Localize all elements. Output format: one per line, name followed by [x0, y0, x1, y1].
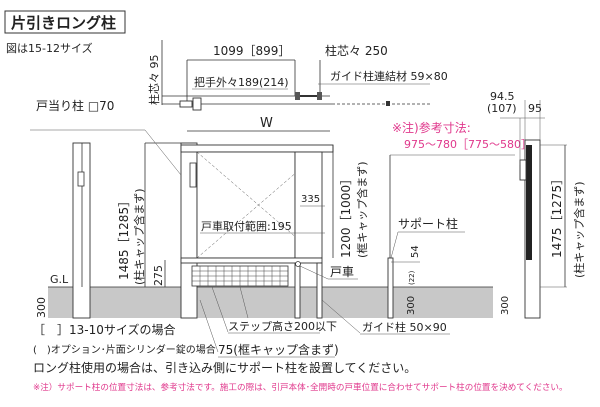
label-step-height: ステップ高さ200以下 [228, 319, 337, 333]
label-excl-frame-cap: (框キャップ含まず) [355, 161, 369, 258]
label-1485: 1485［1285］ [117, 195, 131, 280]
guide-post [294, 262, 301, 319]
label-frame-75: 75(框キャップ含まず) [218, 342, 339, 357]
label-post-pitch-250: 柱芯々 250 [325, 43, 388, 58]
label-handle-width: 把手外々189(214) [194, 75, 289, 89]
label-94-5: 94.5 [490, 90, 515, 103]
label-300-left: 300 [35, 297, 48, 318]
label-guide-post: ガイド柱 50×90 [362, 320, 447, 334]
label-support-post: サポート柱 [398, 216, 458, 231]
label-22: (22) [408, 270, 416, 285]
label-1475: 1475［1275］ [550, 173, 564, 258]
label-300-mid: 300 [406, 296, 417, 315]
note-main: ロング柱使用の場合は、引き込み側にサポート柱を設置してください。 [33, 360, 416, 375]
label-1099: 1099［899］ [213, 44, 290, 58]
label-guide-connector: ガイド柱連結材 59×80 [330, 69, 448, 83]
label-post-pitch-95: 柱芯々 95 [147, 55, 161, 106]
note-ref: ※注)参考寸法: [392, 120, 471, 135]
note-bracket: ［ ］13-10サイズの場合 [33, 322, 176, 337]
label-stop-post: 戸当り柱 □70 [36, 98, 114, 113]
label-107: (107) [487, 102, 517, 115]
elevation-view: 1485［1285］ (柱キャップ含まず) 275 G.L 300 335 戸車… [30, 90, 586, 353]
handle-icon [189, 162, 197, 188]
note-paren: ( )オプション･片面シリンダー錠の場合 [33, 343, 216, 356]
note-range: 975〜780［775〜580］ [404, 138, 532, 151]
label-300-right: 300 [500, 296, 511, 315]
label-wheel-range: 戸車取付範囲:195 [201, 219, 292, 233]
label-95: 95 [528, 102, 542, 115]
label-335: 335 [301, 194, 320, 205]
label-1200: 1200［1000］ [339, 173, 353, 258]
label-wheel: 戸車 [330, 265, 354, 279]
gate-panel [196, 151, 296, 259]
note-caution: ※注）サポート柱の位置寸法は、参考寸法です。施工の際は、引戸本体･全開時の戸車位… [33, 381, 568, 393]
label-275: 275 [152, 265, 165, 286]
label-w: W [260, 116, 273, 131]
wheel-icon [295, 261, 301, 267]
label-gl: G.L [50, 273, 69, 286]
support-post [387, 257, 394, 319]
stop-post [72, 142, 91, 319]
label-excl-post-cap-left: (柱キャップ含まず) [132, 188, 146, 285]
title-box [4, 10, 126, 34]
plan-view: 柱芯々 95 1099［899］ 柱芯々 250 把手外々189(214) ガイ… [36, 40, 448, 132]
title: 片引きロング柱 [11, 14, 116, 32]
label-54: 54 [410, 245, 421, 258]
ground [48, 287, 493, 318]
label-excl-post-cap-right: (柱キャップ含まず) [572, 181, 586, 278]
subtitle: 図は15-12サイズ [6, 41, 93, 55]
